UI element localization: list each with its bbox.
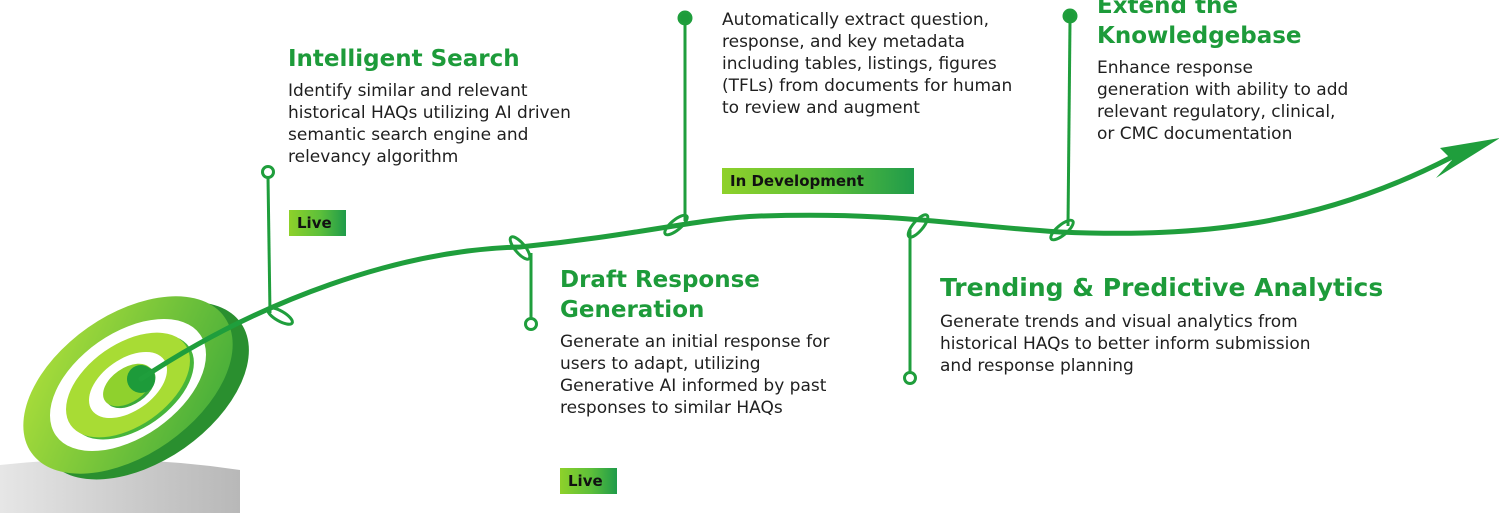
timeline-path bbox=[138, 155, 1453, 382]
milestone-description-line: Generative AI informed by past bbox=[560, 376, 827, 396]
milestone-intelligent-search: Intelligent Search Identify similar and … bbox=[288, 44, 618, 168]
milestone-description-line: and response planning bbox=[940, 356, 1134, 376]
milestone-connector-4 bbox=[903, 213, 930, 385]
milestone-description-line: responses to similar HAQs bbox=[560, 398, 783, 418]
milestone-connector-2 bbox=[508, 235, 538, 331]
target-shadow bbox=[0, 459, 240, 513]
milestone-description-line: or CMC documentation bbox=[1097, 124, 1293, 144]
status-badge: In Development bbox=[722, 168, 914, 194]
milestone-description-line: historical HAQs to better inform submiss… bbox=[940, 334, 1311, 354]
milestone-title-line: Extend the bbox=[1097, 0, 1238, 19]
arrow-head-icon bbox=[1436, 138, 1499, 178]
milestone-title-line: Draft Response bbox=[560, 267, 760, 293]
milestone-connector-1 bbox=[261, 165, 294, 326]
milestone-description-line: semantic search engine and bbox=[288, 125, 529, 145]
milestone-description-line: response, and key metadata bbox=[722, 32, 965, 52]
milestone-auto-extract: Automatically extract question, response… bbox=[722, 9, 1062, 119]
milestone-description-line: Enhance response bbox=[1097, 58, 1253, 78]
milestone-description-line: to review and augment bbox=[722, 98, 920, 118]
milestone-extend-knowledgebase: Extend the Knowledgebase Enhance respons… bbox=[1097, 0, 1417, 145]
milestone-title: Trending & Predictive Analytics bbox=[940, 273, 1384, 302]
milestone-description-line: (TFLs) from documents for human bbox=[722, 76, 1013, 96]
milestone-draft-response: Draft Response Generation Generate an in… bbox=[560, 265, 900, 419]
milestone-title-line: Generation bbox=[560, 297, 705, 323]
milestone-description-line: relevant regulatory, clinical, bbox=[1097, 102, 1336, 122]
milestone-description-line: users to adapt, utilizing bbox=[560, 354, 761, 374]
status-badge: Live bbox=[560, 468, 617, 494]
milestone-description-line: Generate trends and visual analytics fro… bbox=[940, 312, 1298, 332]
milestone-description-line: historical HAQs utilizing AI driven bbox=[288, 103, 571, 123]
milestone-connector-5 bbox=[1049, 8, 1078, 242]
milestone-description-line: generation with ability to add bbox=[1097, 80, 1349, 100]
milestone-description-line: relevancy algorithm bbox=[288, 147, 459, 167]
milestone-title: Intelligent Search bbox=[288, 46, 520, 72]
milestone-connector-3 bbox=[663, 10, 693, 237]
milestone-description-line: including tables, listings, figures bbox=[722, 54, 997, 74]
milestone-description-line: Generate an initial response for bbox=[560, 332, 830, 352]
milestone-title-line: Knowledgebase bbox=[1097, 23, 1302, 49]
milestone-description-line: Identify similar and relevant bbox=[288, 81, 528, 101]
status-badge: Live bbox=[289, 210, 346, 236]
milestone-description-line: Automatically extract question, bbox=[722, 10, 990, 30]
milestone-trending-analytics: Trending & Predictive Analytics Generate… bbox=[940, 273, 1460, 377]
